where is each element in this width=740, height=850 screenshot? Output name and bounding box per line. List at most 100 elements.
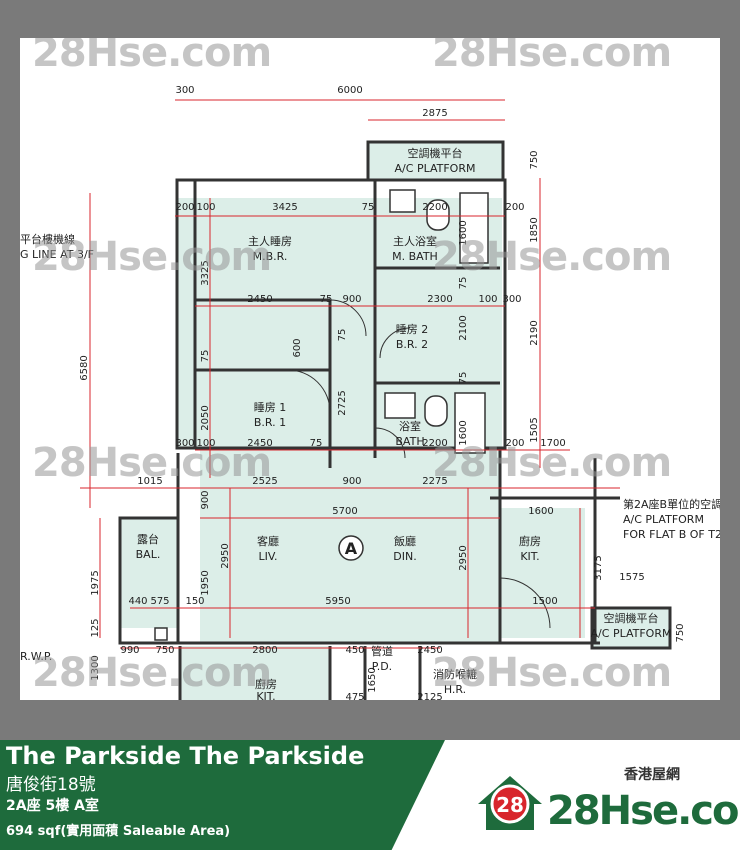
walls [118, 140, 672, 700]
dim: 2050 [200, 405, 211, 430]
house-logo-icon: 28 [478, 776, 542, 830]
dim: 2300 [427, 294, 452, 305]
dim: 900 [342, 476, 361, 487]
dim: 100 [196, 202, 215, 213]
room-br2-en: B.R. 2 [396, 338, 428, 351]
dim: 2200 [422, 202, 447, 213]
room-br2-cn: 睡房 2 [396, 323, 429, 336]
dim: 300 [175, 438, 194, 449]
dim: 6000 [337, 85, 362, 96]
dim: 2450 [417, 645, 442, 656]
dimension-texts: 300 6000 2875 200 100 3425 75 2200 200 2… [120, 85, 644, 700]
room-mbath-cn: 主人浴室 [393, 234, 437, 248]
room-mbr-cn: 主人睡房 [248, 235, 292, 248]
plan-notes: 平台樓機線 G LINE AT 3/F R.W.P. 第2A座B單位的空調 A/… [20, 232, 720, 663]
dim: 2275 [422, 476, 447, 487]
dim: 75 [337, 329, 348, 342]
room-mbath-en: M. BATH [392, 250, 438, 263]
dim: 750 [529, 150, 540, 169]
dim: 750 [155, 645, 174, 656]
room-kit-en: KIT. [520, 550, 539, 563]
dim: 1600 [458, 420, 469, 445]
dim: 2100 [458, 315, 469, 340]
dim: 1650 [367, 667, 378, 692]
dim: 75 [458, 277, 469, 290]
watermark-text: 28Hse.com [32, 38, 272, 76]
dim: 575 [150, 596, 169, 607]
listing-footer: The Parkside The Parkside 唐俊街18號 2A座 5樓 … [0, 740, 740, 850]
watermark-text: 28Hse.com [432, 38, 672, 76]
dim: 125 [90, 618, 101, 637]
room-din-cn: 飯廳 [394, 534, 416, 548]
watermark-text: 28Hse.com [432, 234, 672, 280]
dim: 475 [345, 692, 364, 700]
note-right-2: A/C PLATFORM [623, 513, 704, 526]
room-bath-en: BATH [395, 435, 424, 448]
dim: 75 [362, 202, 375, 213]
dim: 2800 [252, 645, 277, 656]
room-br1-en: B.R. 1 [254, 416, 286, 429]
room-br1-cn: 睡房 1 [254, 401, 287, 414]
watermark-text: 28Hse.com [32, 234, 272, 280]
note-rwp: R.W.P. [20, 650, 52, 663]
dim: 1975 [90, 570, 101, 595]
room-kit2-en: KIT. [256, 690, 275, 700]
dim: 2450 [247, 438, 272, 449]
dim: 3325 [200, 260, 211, 285]
dim: 75 [458, 372, 469, 385]
dim: 200 [505, 202, 524, 213]
room-liv-cn: 客廳 [257, 534, 279, 548]
dim: 1575 [619, 572, 644, 583]
brand-chinese-name: 香港屋網 [624, 767, 680, 783]
room-liv-en: LIV. [259, 550, 278, 563]
dim: 1700 [540, 438, 565, 449]
room-bal-en: BAL. [136, 548, 161, 561]
note-left-1: 平台樓機線 [20, 232, 75, 246]
dim: 1015 [137, 476, 162, 487]
dim: 450 [345, 645, 364, 656]
ac-platform-1-cn: 空調機平台 [408, 146, 463, 160]
dim: 2725 [337, 390, 348, 415]
dim: 2190 [529, 320, 540, 345]
dim: 3175 [593, 555, 604, 580]
dim: 600 [292, 338, 303, 357]
door-swings [287, 299, 551, 629]
dim: 1505 [529, 417, 540, 442]
dim: 5700 [332, 506, 357, 517]
dim: 300 [502, 294, 521, 305]
watermark-text: 28Hse.com [432, 440, 672, 486]
dim: 900 [342, 294, 361, 305]
dim: 5950 [325, 596, 350, 607]
room-kit2-cn: 廚房 [255, 677, 277, 691]
room-din-en: DIN. [393, 550, 416, 563]
saleable-area: 694 sqf(實用面積 Saleable Area) [6, 824, 231, 839]
dim: 1500 [532, 596, 557, 607]
dim: 6580 [79, 355, 90, 380]
dim: 200 [175, 202, 194, 213]
note-left-2: G LINE AT 3/F [20, 248, 94, 261]
dim: 100 [196, 438, 215, 449]
dim: 1300 [90, 655, 101, 680]
ac-platform-2-cn: 空調機平台 [604, 611, 659, 625]
dim: 150 [185, 596, 204, 607]
dim: 2525 [252, 476, 277, 487]
room-pd-cn: 管道 [371, 644, 393, 658]
room-bath-cn: 浴室 [399, 419, 421, 433]
note-right-1: 第2A座B單位的空調 [623, 497, 720, 511]
dim: 900 [200, 490, 211, 509]
dim: 3425 [272, 202, 297, 213]
unit-info: 2A座 5樓 A室 [6, 798, 99, 814]
room-hr-en: H.R. [444, 683, 466, 696]
dim: 1950 [200, 570, 211, 595]
watermark-text: 28Hse.com [32, 440, 272, 486]
ac-platform-2-en: A/C PLATFORM [591, 627, 672, 640]
dim: 2450 [247, 294, 272, 305]
dim: 200 [505, 438, 524, 449]
dim: 750 [675, 623, 686, 642]
dim: 300 [175, 85, 194, 96]
dimension-lines [80, 99, 620, 649]
dim: 2875 [422, 108, 447, 119]
dim: 2125 [417, 692, 442, 700]
dim: 75 [310, 438, 323, 449]
room-pd-en: P.D. [372, 660, 392, 673]
